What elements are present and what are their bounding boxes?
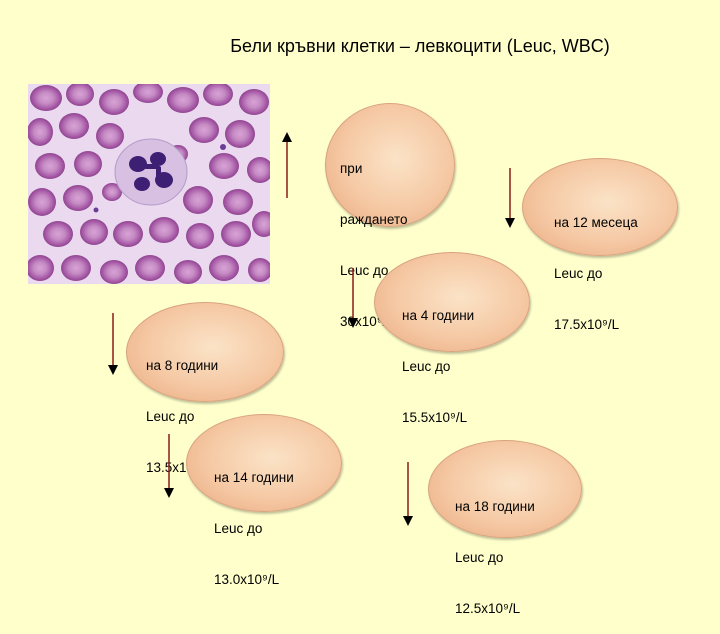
- arrow-down-icon: [108, 313, 118, 375]
- arrow-down-icon: [348, 268, 358, 328]
- bubble-14-years-line-3: 13.0x10⁹/L: [214, 572, 280, 587]
- bubble-12-months-line-1: на 12 месеца: [554, 215, 638, 230]
- bubble-8-years-line-2: Leuc до: [146, 409, 195, 424]
- blood-smear-image: [28, 84, 270, 284]
- bubble-4-years-text: на 4 години Leuc до 15.5x10⁹/L: [402, 273, 474, 443]
- bubble-4-years: [374, 252, 530, 352]
- bubble-18-years-text: на 18 години Leuc до 12.5x10⁹/L: [455, 464, 535, 634]
- bubble-14-years: [186, 414, 342, 512]
- bubble-4-years-line-2: Leuc до: [402, 359, 451, 374]
- blood-smear-illustration: [28, 84, 270, 284]
- arrow-up-icon: [282, 132, 292, 198]
- bubble-birth-text: при раждането Leuc до 30x10⁹/L: [340, 126, 408, 347]
- bubble-4-years-line-1: на 4 години: [402, 308, 475, 323]
- bubble-18-years: [428, 440, 582, 538]
- bubble-birth-line-1: при: [340, 161, 363, 176]
- arrow-down-icon: [505, 168, 515, 228]
- arrow-down-icon: [164, 434, 174, 498]
- bubble-8-years-line-1: на 8 години: [146, 358, 219, 373]
- bubble-12-months-text: на 12 месеца Leuc до 17.5x10⁹/L: [554, 180, 638, 350]
- bubble-18-years-line-2: Leuc до: [455, 550, 504, 565]
- bubble-8-years: [126, 302, 284, 402]
- bubble-birth: [325, 103, 455, 227]
- bubble-12-months-line-3: 17.5x10⁹/L: [554, 317, 620, 332]
- bubble-birth-line-3: Leuc до: [340, 263, 389, 278]
- bubble-4-years-line-3: 15.5x10⁹/L: [402, 410, 468, 425]
- bubble-18-years-line-1: на 18 години: [455, 499, 535, 514]
- arrow-down-icon: [403, 462, 413, 526]
- bubble-14-years-text: на 14 години Leuc до 13.0x10⁹/L: [214, 435, 294, 605]
- bubble-birth-line-2: раждането: [340, 212, 408, 227]
- bubble-12-months-line-2: Leuc до: [554, 266, 603, 281]
- bubble-18-years-line-3: 12.5x10⁹/L: [455, 601, 521, 616]
- slide-title: Бели кръвни клетки – левкоцити (Leuc, WB…: [230, 36, 610, 56]
- bubble-12-months: [522, 158, 678, 256]
- bubble-14-years-line-2: Leuc до: [214, 521, 263, 536]
- bubble-14-years-line-1: на 14 години: [214, 470, 294, 485]
